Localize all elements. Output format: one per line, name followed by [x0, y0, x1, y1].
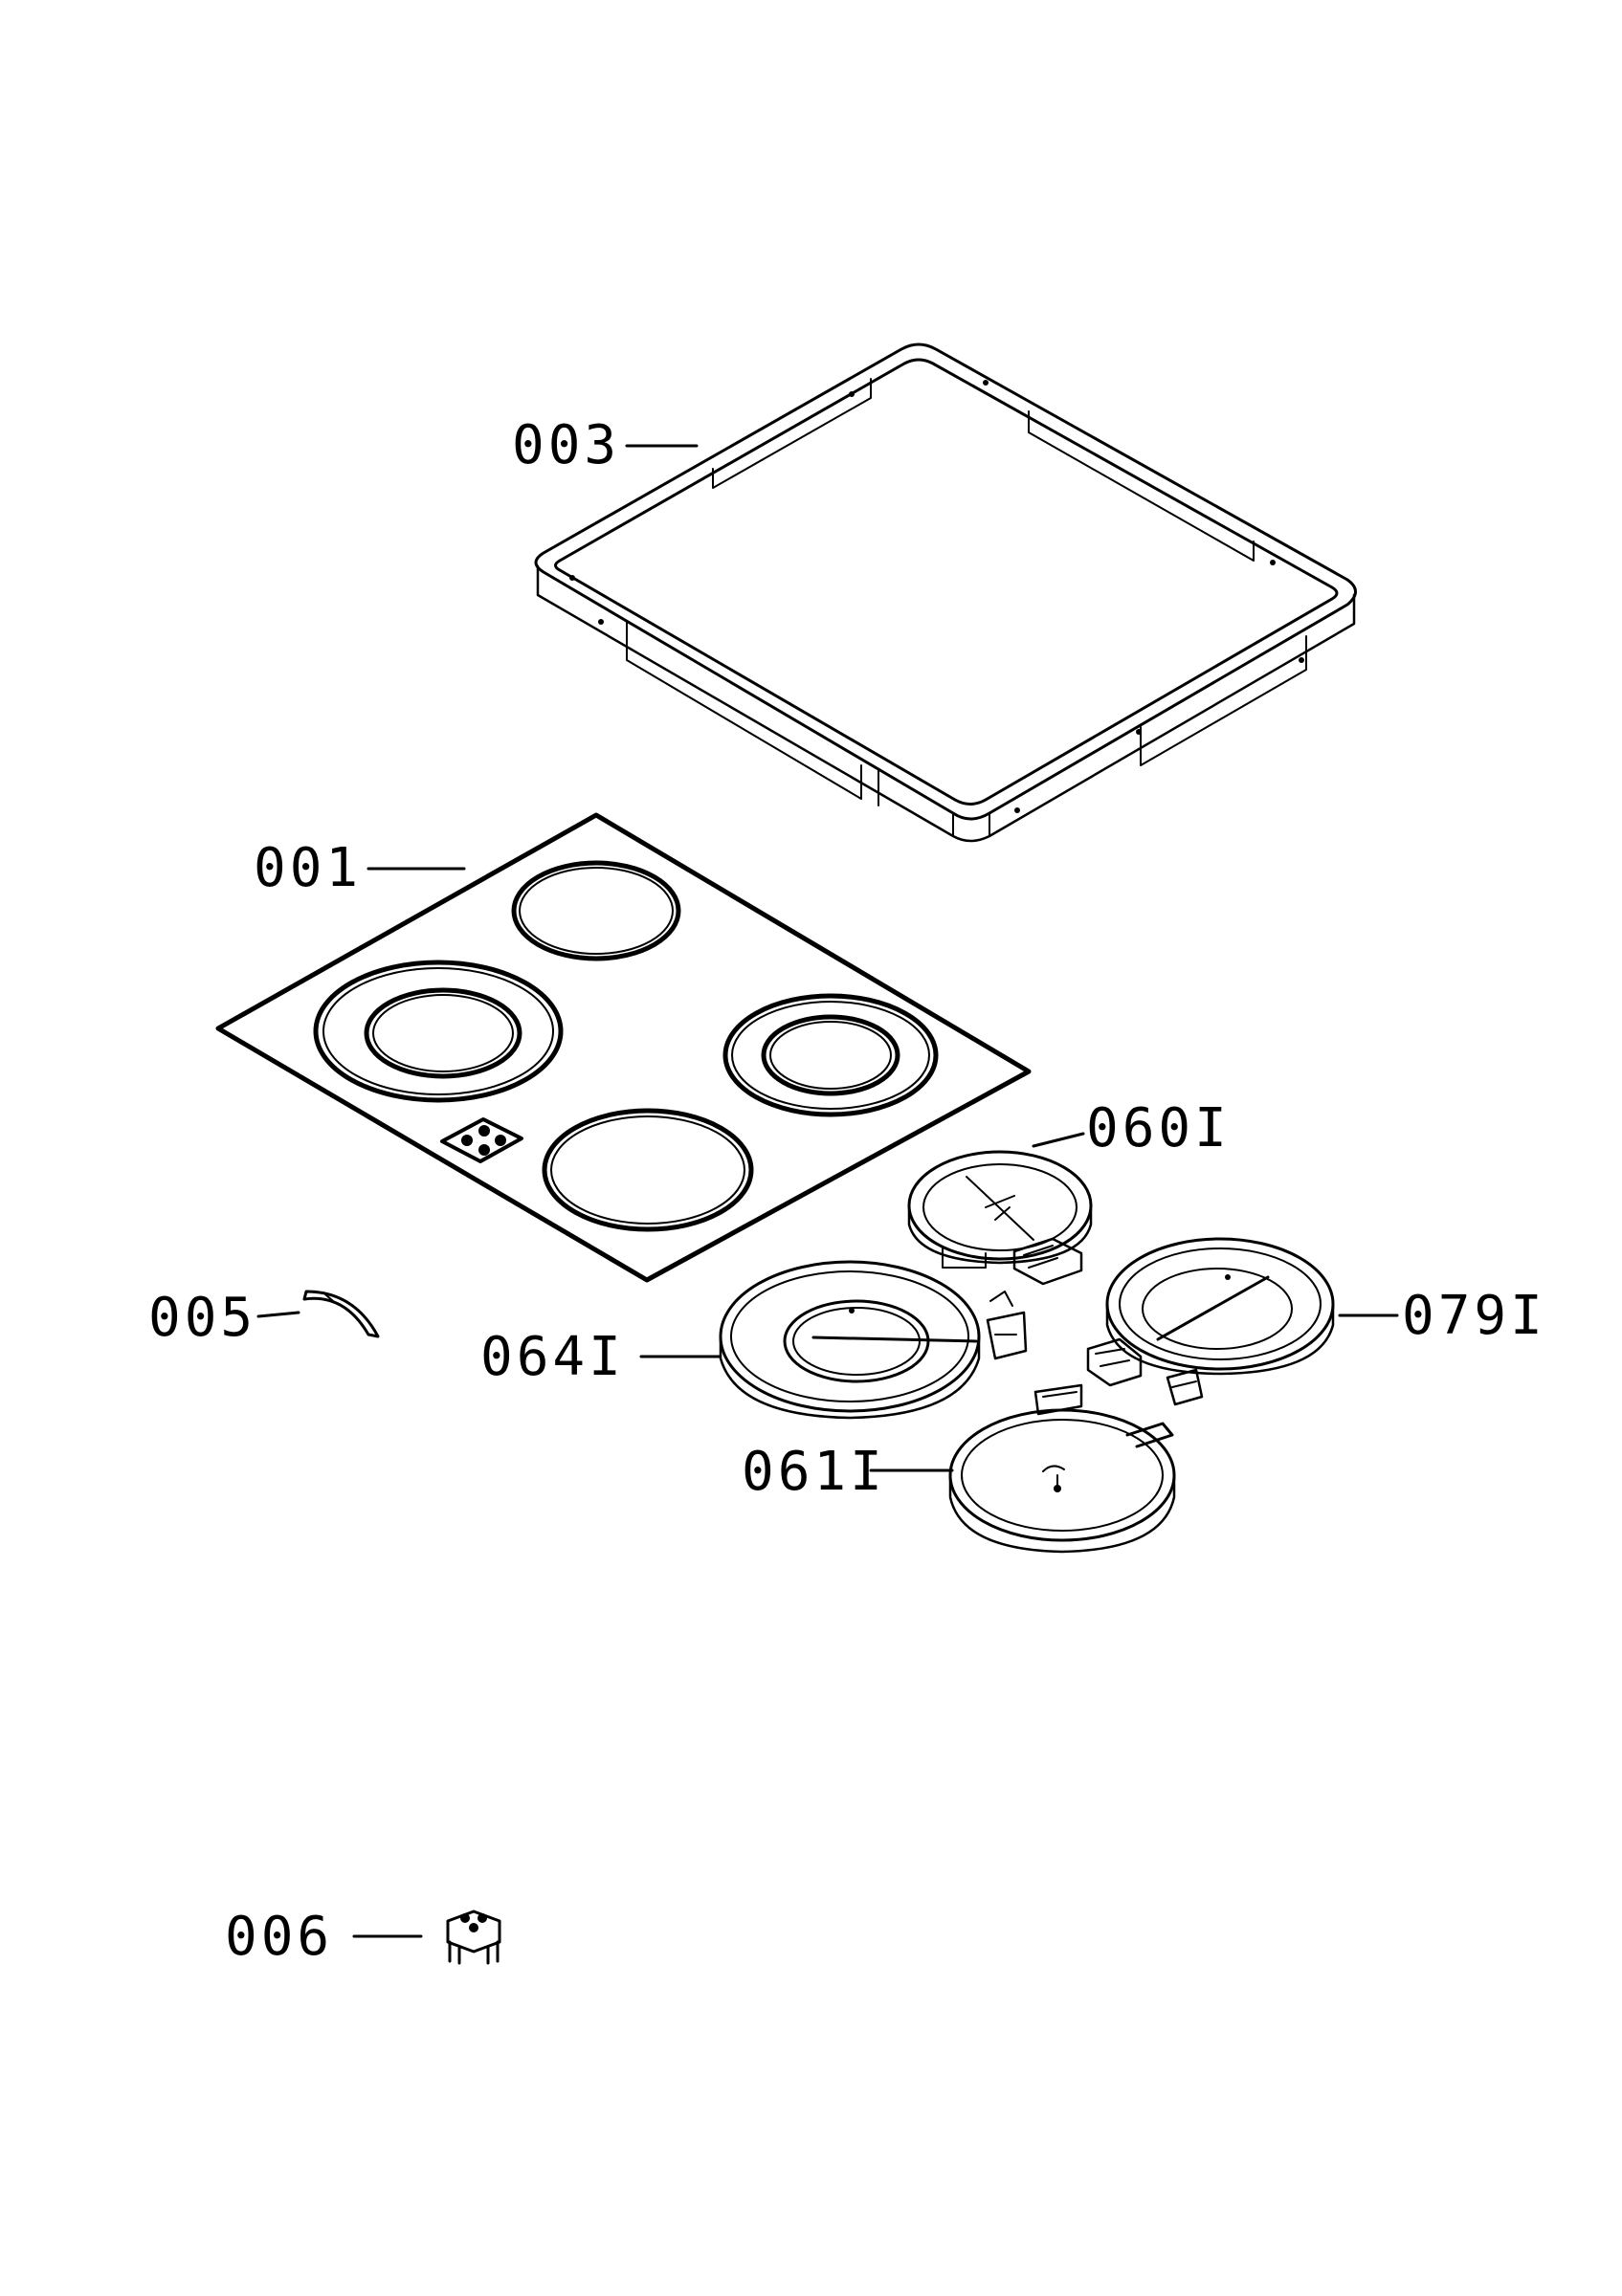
label-frame: 003 — [512, 414, 620, 476]
label-clip: 006 — [225, 1906, 333, 1968]
label-heater-front-right: 061I — [742, 1441, 886, 1503]
seal-strip-drawing — [256, 1290, 380, 1338]
label-heater-rear-left: 079I — [1402, 1285, 1546, 1347]
glass-top-drawing — [215, 812, 1032, 1283]
label-heater-front-left: 064I — [480, 1326, 625, 1388]
heater-rear-left-drawing — [1086, 1237, 1399, 1406]
frame-drawing — [534, 342, 1357, 843]
heater-front-left-drawing — [639, 1260, 1028, 1420]
label-glass-top: 001 — [254, 837, 362, 899]
label-heater-rear-right: 060I — [1086, 1097, 1231, 1159]
label-seal-strip: 005 — [148, 1287, 256, 1349]
heater-rear-right-drawing — [907, 1132, 1093, 1286]
clip-drawing — [352, 1910, 501, 1965]
heater-front-right-drawing — [869, 1383, 1176, 1554]
